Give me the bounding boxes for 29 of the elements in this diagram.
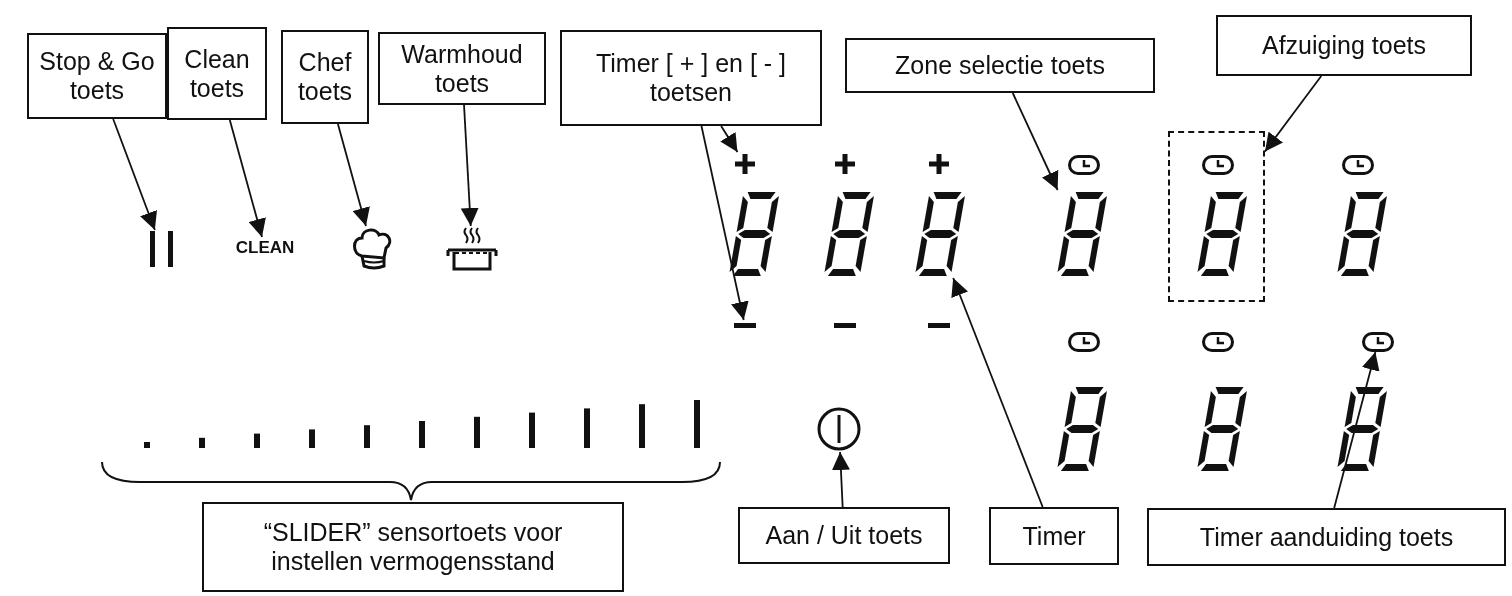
leader-arrow [1333,351,1380,509]
leader-arrow [831,451,850,508]
clean-label: CLEAN [228,237,302,259]
power-icon [816,406,862,452]
clock-icon [1362,332,1394,352]
callout-box: Timer aanduiding toets [1147,508,1506,566]
callout-box: “SLIDER” sensortoets voor instellen vermogensstand [202,502,624,592]
leader-arrow [700,125,749,321]
steaming-pot-icon [446,226,498,272]
leader-arrow [951,277,1044,508]
leader-arrow [1011,92,1059,191]
callout-box: Afzuiging toets [1216,15,1472,76]
leader-arrow [337,123,370,227]
chef-hat-icon [350,226,394,270]
callout-box: Timer [989,507,1119,565]
leader-arrow [460,104,479,227]
leader-arrow [112,118,157,231]
callout-box: Aan / Uit toets [738,507,950,564]
plus-icon [733,152,757,176]
leader-arrow [1264,75,1323,153]
leader-arrow [720,125,739,153]
callout-box: Stop & Go toets [27,33,167,119]
leader-arrow [228,119,266,238]
callout-box: Chef toets [281,30,369,124]
callout-box: Zone selectie toets [845,38,1155,93]
callout-box: Clean toets [167,27,267,120]
callout-box: Warmhoud toets [378,32,546,105]
callout-box: Timer [ + ] en [ - ] toetsen [560,30,822,126]
pause-icon [148,230,176,268]
